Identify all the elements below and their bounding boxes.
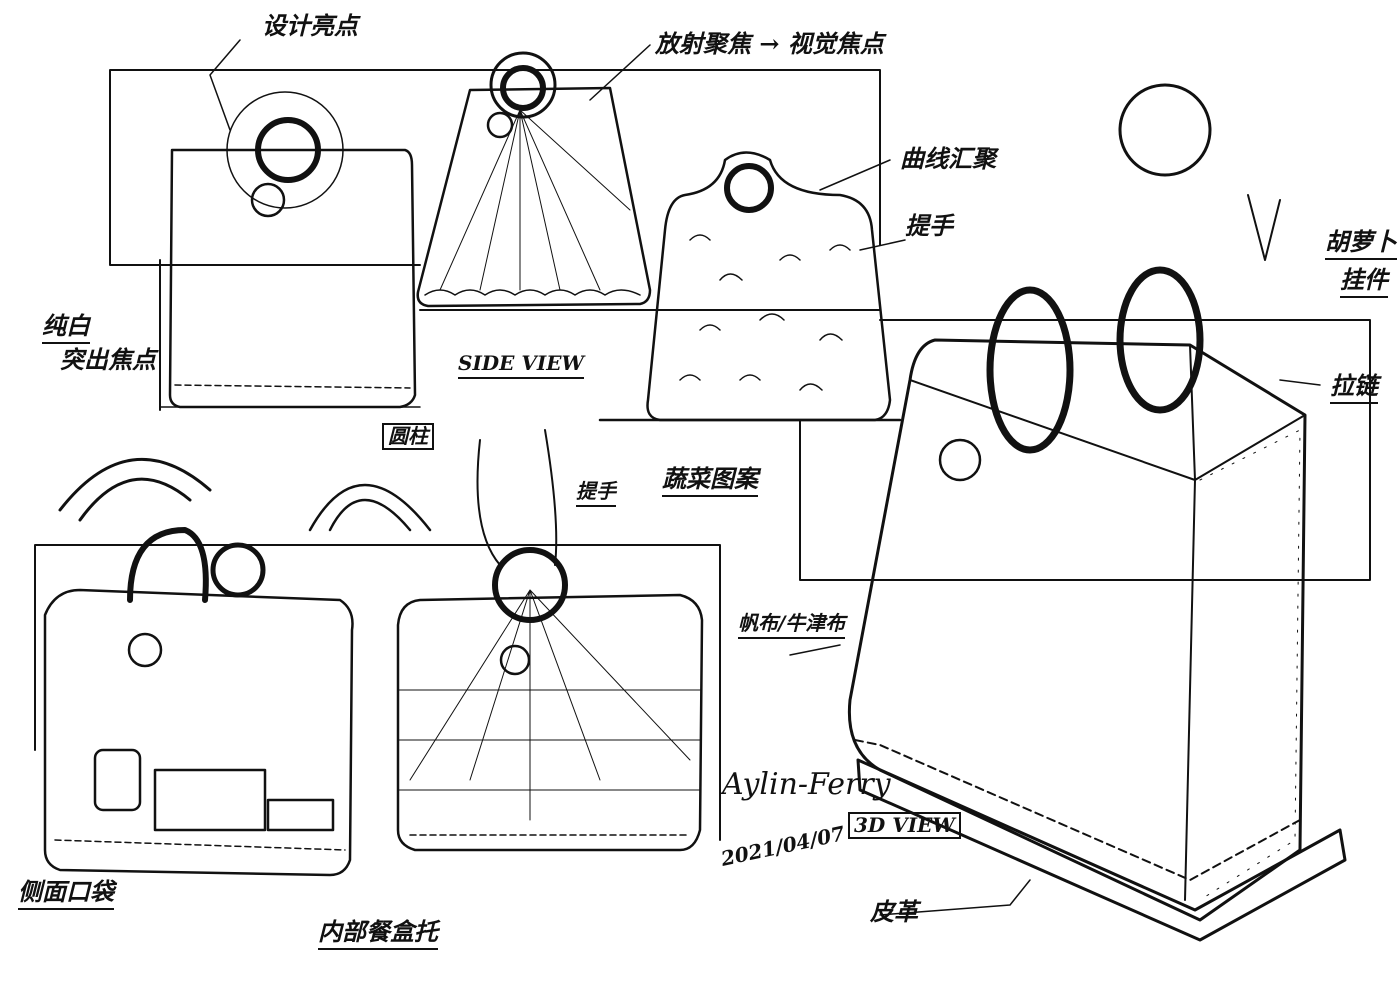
signature: Aylin-Ferry: [722, 767, 891, 802]
label-leather: 皮革: [870, 897, 918, 926]
label-side-pocket: 侧面口袋: [18, 878, 114, 910]
front-bag-sketch: [159, 91, 421, 409]
label-vegetable-pattern: 蔬菜图案: [662, 465, 758, 497]
label-inner-tray: 内部餐盒托: [318, 918, 438, 950]
label-handle-bottom: 提手: [576, 480, 616, 507]
label-pure-white-2: 突出焦点: [60, 345, 156, 374]
background-frames: [34, 69, 1371, 841]
label-radial-focus: 放射聚焦 → 视觉焦点: [655, 29, 884, 58]
label-handle-top: 提手: [905, 211, 953, 240]
label-zipper: 拉链: [1330, 372, 1378, 404]
label-curve-converge: 曲线汇聚: [900, 144, 996, 173]
label-canvas-fabric: 帆布/牛津布: [738, 612, 846, 639]
label-pure-white-1: 纯白: [42, 312, 90, 344]
vegetable-pattern-bag-sketch: [598, 151, 902, 422]
label-round-handle: 圆柱: [382, 423, 434, 450]
leader-arrows: [209, 39, 1321, 916]
label-carrot-1: 胡萝卜: [1325, 228, 1397, 260]
side-view-bag-sketch: [416, 51, 652, 308]
interior-bag-sketch: [43, 527, 354, 877]
handle-arc-details: [58, 458, 432, 532]
label-design-highlight: 设计亮点: [262, 11, 358, 40]
label-carrot-2: 挂件: [1340, 266, 1388, 298]
3d-bag-sketch: [847, 83, 1347, 942]
label-side-view: SIDE VIEW: [458, 352, 584, 379]
hand-held-bag-sketch: [396, 429, 704, 852]
label-3d-view: 3D VIEW: [848, 812, 961, 839]
